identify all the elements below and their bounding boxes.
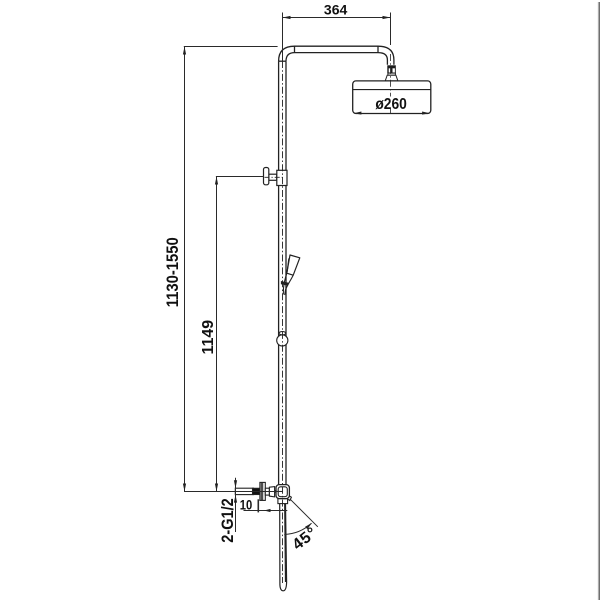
svg-text:1149: 1149 — [200, 320, 217, 355]
svg-text:2-G1/2: 2-G1/2 — [218, 498, 237, 543]
svg-text:ø260: ø260 — [375, 96, 407, 113]
svg-text:10: 10 — [240, 496, 253, 512]
svg-text:1130-1550: 1130-1550 — [163, 237, 182, 307]
svg-text:364: 364 — [324, 2, 348, 18]
